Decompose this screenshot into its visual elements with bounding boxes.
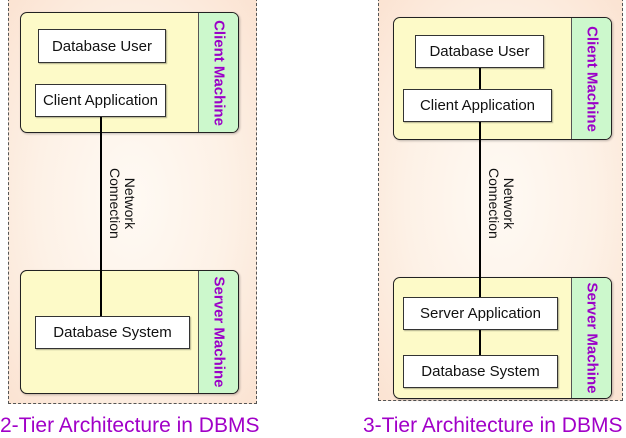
three-tier-network-connection-line <box>479 121 481 281</box>
two-tier-server-inner-line <box>100 270 102 317</box>
two-tier-link-inside-client <box>100 116 102 133</box>
node-label: Client Application <box>419 97 536 114</box>
network-label-line2: Connection <box>486 168 502 239</box>
node-label: Database User <box>51 37 153 55</box>
three-tier-client-application-node: Client Application <box>403 89 552 122</box>
client-machine-label: Client Machine <box>583 25 600 132</box>
server-machine-label: Server Machine <box>583 282 600 394</box>
two-tier-database-system-node: Database System <box>35 316 190 349</box>
three-tier-server-top-line <box>479 277 481 298</box>
three-tier-link-server-db <box>479 328 481 356</box>
node-label: Database System <box>421 363 540 380</box>
node-label: Database User <box>429 43 530 60</box>
two-tier-server-machine-fill: Server Machine <box>20 270 239 394</box>
network-label-line1: Network <box>122 177 138 230</box>
client-machine-label-strip: Client Machine <box>198 13 238 132</box>
three-tier-database-user-node: Database User <box>415 35 544 68</box>
three-tier-title: 3-Tier Architecture in DBMS <box>363 414 623 437</box>
three-tier-database-system-node: Database System <box>403 355 558 388</box>
client-machine-label: Client Machine <box>210 19 227 126</box>
node-label: Client Application <box>42 92 159 109</box>
node-label: Server Application <box>420 305 541 322</box>
server-machine-label-strip: Server Machine <box>198 271 238 393</box>
server-machine-label-strip: Server Machine <box>571 278 611 398</box>
three-tier-link-user-client <box>479 66 481 90</box>
three-tier-link-inside-client <box>479 121 481 140</box>
two-tier-client-application-node: Client Application <box>35 84 166 117</box>
two-tier-database-user-node: Database User <box>38 29 166 63</box>
three-tier-server-application-node: Server Application <box>403 297 558 330</box>
two-tier-title: 2-Tier Architecture in DBMS <box>0 414 260 437</box>
server-machine-label: Server Machine <box>210 276 227 388</box>
client-machine-label-strip: Client Machine <box>571 18 611 139</box>
two-tier-network-connection-line <box>100 116 102 318</box>
node-label: Database System <box>53 324 172 341</box>
three-tier-network-connection-label: Network Connection <box>486 168 517 239</box>
network-label-line2: Connection <box>107 168 123 239</box>
network-label-line1: Network <box>501 177 517 230</box>
two-tier-network-connection-label: Network Connection <box>107 168 138 239</box>
